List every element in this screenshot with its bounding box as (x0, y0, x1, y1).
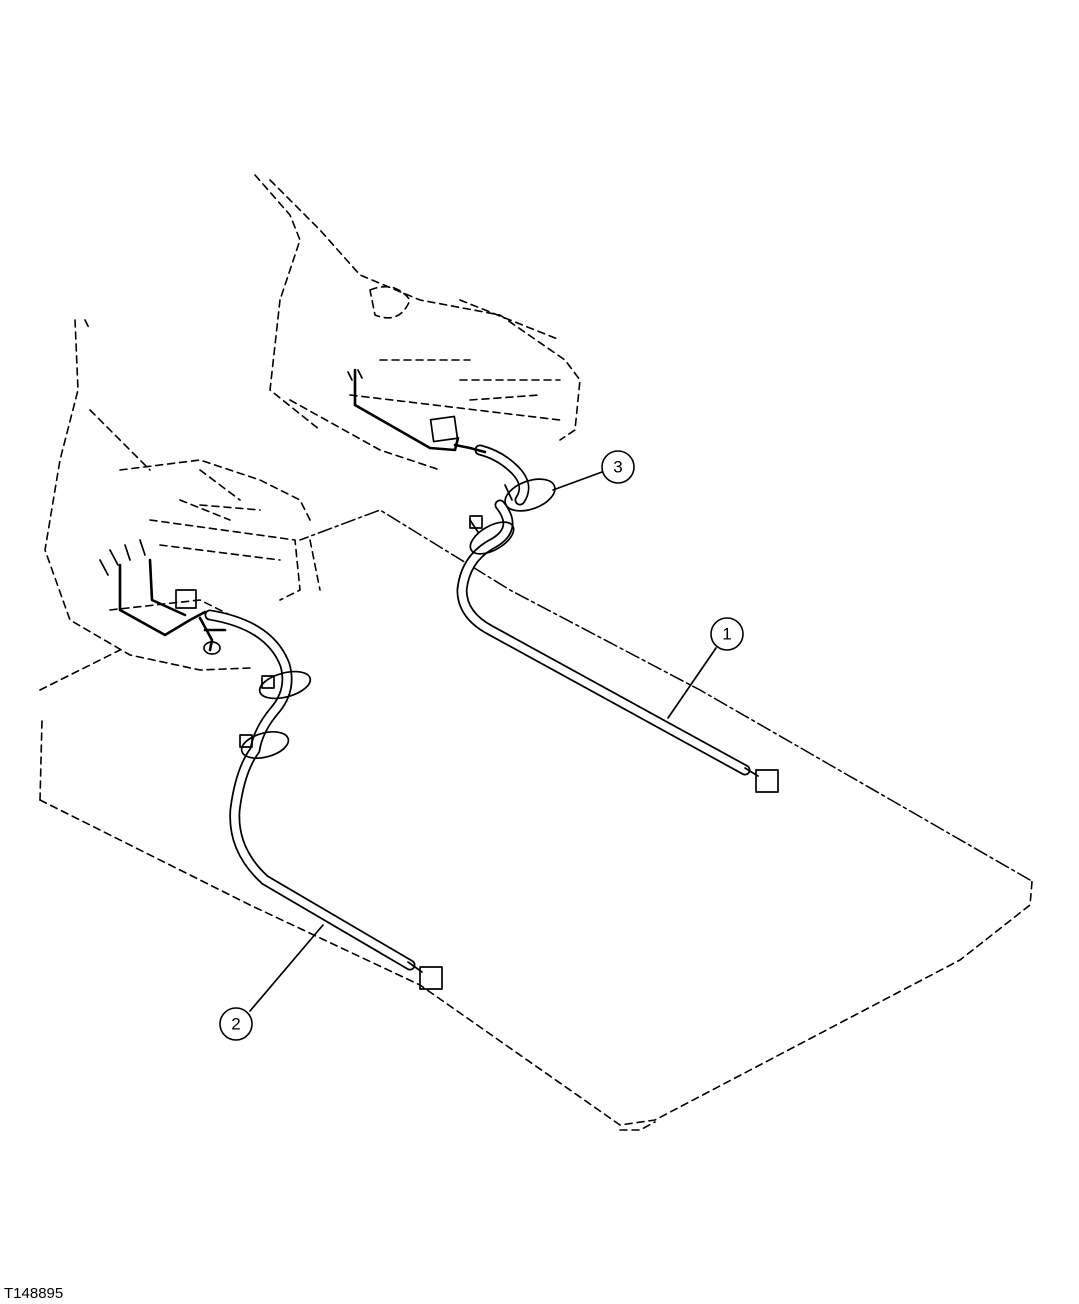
upper-component (254, 174, 581, 471)
callout-3: 3 (601, 450, 635, 484)
floor-plate (39, 509, 1033, 1131)
callout-1: 1 (710, 617, 744, 651)
callout-2-label: 2 (231, 1015, 240, 1034)
figure-id: T148895 (4, 1285, 64, 1302)
callout-3-label: 3 (613, 458, 622, 477)
harness-1 (347, 368, 779, 793)
callout-2: 2 (219, 1007, 253, 1041)
callout-1-label: 1 (722, 625, 731, 644)
clamp-3 (469, 478, 556, 555)
leader-lines (249, 471, 717, 1012)
harness-2 (99, 539, 443, 990)
left-component (44, 319, 321, 671)
